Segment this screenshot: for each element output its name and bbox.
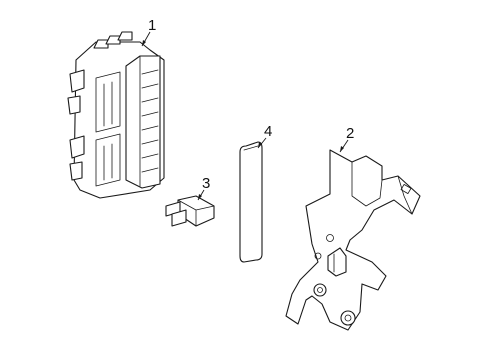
leader-2-arrow: [340, 146, 344, 152]
bracket-part[interactable]: [285, 149, 421, 331]
fuse-part[interactable]: [165, 195, 215, 227]
leader-lines: [141, 31, 349, 201]
callout-2: 2: [346, 125, 354, 142]
callout-1: 1: [148, 17, 156, 34]
callout-3: 3: [202, 175, 210, 192]
fuse-box-part[interactable]: [67, 31, 165, 199]
leader-4-arrow: [258, 142, 262, 148]
leader-1-arrow: [142, 40, 146, 46]
callout-4: 4: [264, 123, 272, 140]
label-plate-part[interactable]: [239, 141, 263, 263]
leader-3-arrow: [198, 194, 202, 200]
